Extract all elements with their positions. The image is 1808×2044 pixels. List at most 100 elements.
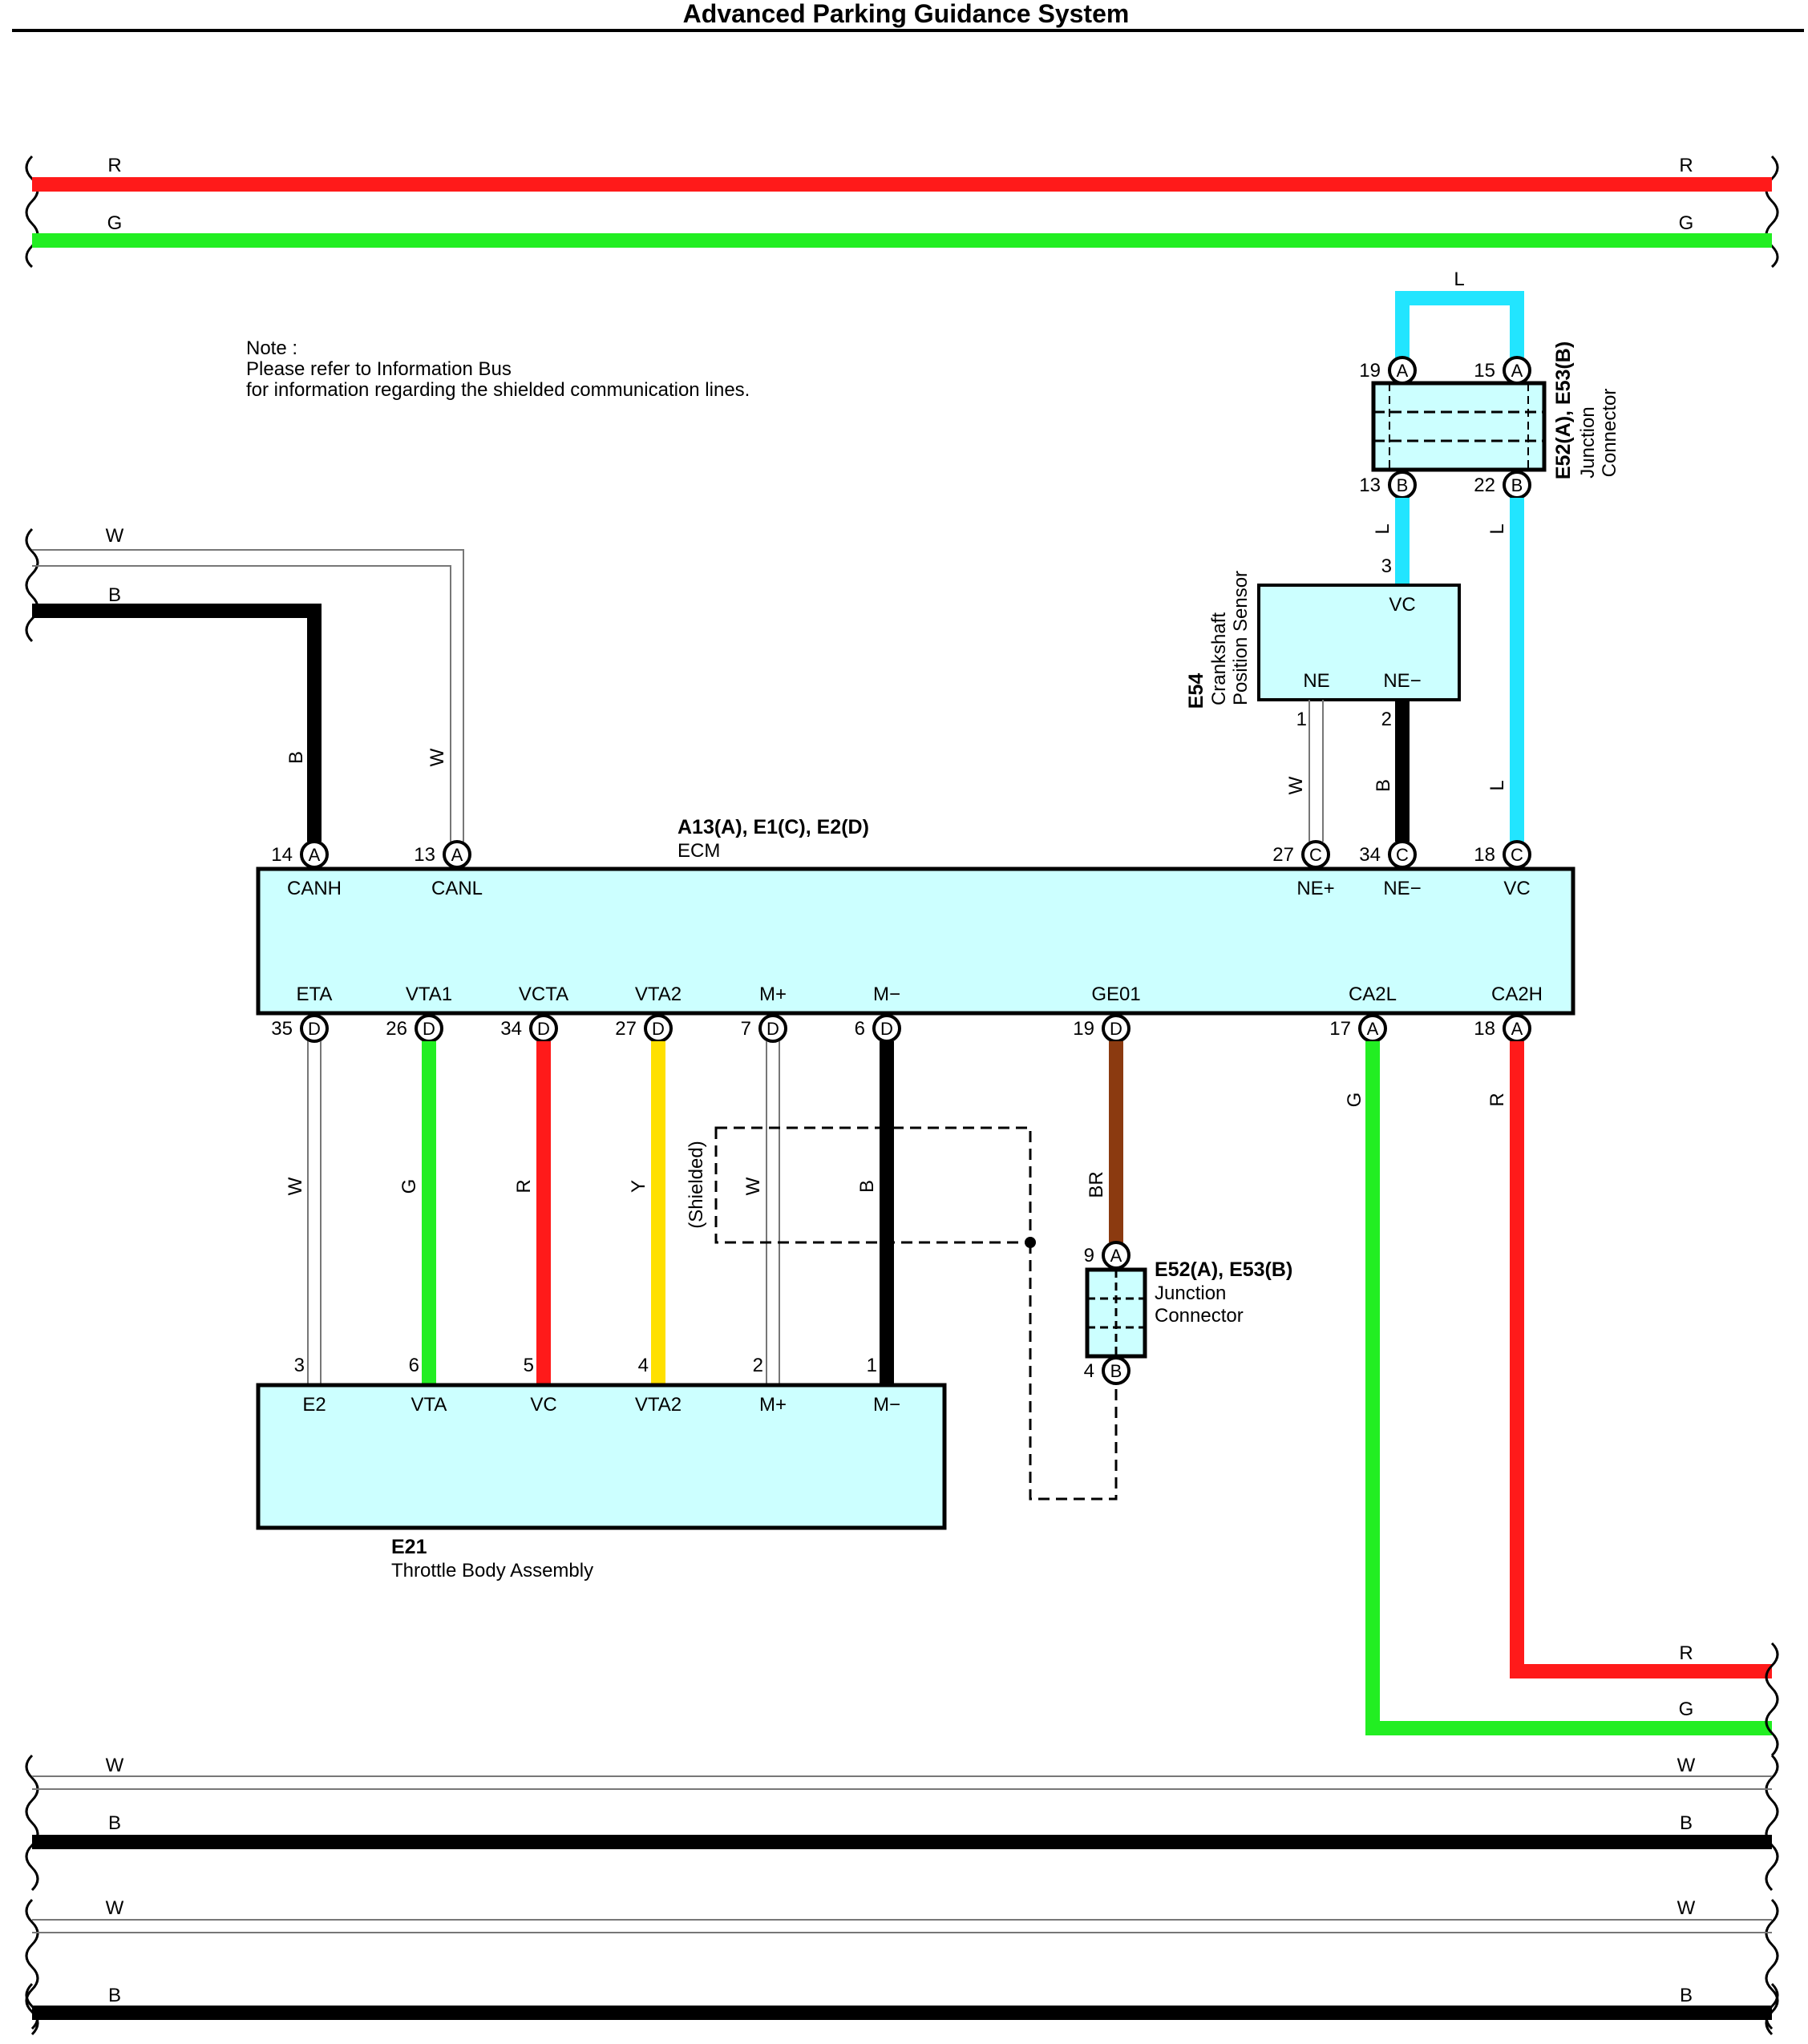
ecm-bottom-pin: VTA1 D 26 bbox=[386, 984, 452, 1043]
pin-number: 9 bbox=[1084, 1245, 1094, 1266]
pin-number: 2 bbox=[1381, 709, 1392, 730]
junction-mid-name: Junction bbox=[1155, 1283, 1226, 1304]
throttle-code: E21 bbox=[391, 1536, 427, 1558]
wire-label: L bbox=[1486, 780, 1508, 790]
pin-number: 4 bbox=[638, 1355, 649, 1376]
note-line: Please refer to Information Bus bbox=[246, 358, 512, 380]
wire-label: W bbox=[106, 1755, 124, 1776]
pin-number: 34 bbox=[500, 1018, 522, 1040]
pin-number: 19 bbox=[1073, 1018, 1094, 1040]
junction-top-body bbox=[1371, 381, 1547, 472]
ecm-bottom-pin: M+ D 7 bbox=[741, 984, 787, 1043]
ecm-top-pin: C 34 NE− bbox=[1359, 840, 1422, 899]
pin-label: VC bbox=[1503, 878, 1530, 899]
wire-label: W bbox=[1677, 1897, 1696, 1919]
wire-label: BR bbox=[1086, 1171, 1107, 1198]
wire-label: R bbox=[1679, 1642, 1693, 1664]
wire-label: W bbox=[106, 525, 124, 547]
pin-number: 19 bbox=[1359, 360, 1381, 382]
pin-label: NE− bbox=[1383, 878, 1421, 899]
pin-number: 18 bbox=[1474, 844, 1495, 866]
wire-label: W bbox=[427, 748, 448, 766]
connector-letter: D bbox=[1110, 1019, 1122, 1039]
wire-label: B bbox=[285, 751, 307, 764]
wire-label: W bbox=[742, 1177, 764, 1195]
wire-label: G bbox=[107, 212, 123, 234]
connector-letter: D bbox=[308, 1019, 321, 1039]
note: Note : Please refer to Information Bus f… bbox=[246, 337, 750, 401]
pin-label: VTA2 bbox=[635, 984, 682, 1005]
shield: (Shielded) bbox=[686, 1126, 1118, 1501]
junction-top-code: E52(A), E53(B) bbox=[1552, 341, 1575, 479]
can-black-wire bbox=[32, 604, 322, 842]
ecm-top-pin: A 14 CANH bbox=[271, 840, 342, 899]
connector-letter: C bbox=[1396, 845, 1409, 865]
throttle-wires: W G R Y W B bbox=[285, 1041, 894, 1385]
wire-label: B bbox=[1373, 779, 1394, 792]
note-line: for information regarding the shielded c… bbox=[246, 379, 750, 401]
pin-label: VTA bbox=[411, 1394, 447, 1416]
wire-label: R bbox=[513, 1179, 535, 1193]
pin-number: 18 bbox=[1474, 1018, 1495, 1040]
wire-label: B bbox=[856, 1180, 878, 1193]
ecm-bottom-pin: VTA2 D 27 bbox=[615, 984, 682, 1043]
connector-letter: A bbox=[309, 845, 321, 865]
ecm-code: A13(A), E1(C), E2(D) bbox=[677, 816, 869, 838]
wire-label: R bbox=[1679, 155, 1693, 176]
wire-label: L bbox=[1486, 523, 1508, 534]
junction-mid-code: E52(A), E53(B) bbox=[1155, 1258, 1292, 1281]
pin-number: 7 bbox=[741, 1018, 751, 1040]
wire-label: L bbox=[1454, 269, 1464, 290]
wire-label: W bbox=[285, 1177, 306, 1195]
pin-label: VCTA bbox=[519, 984, 568, 1005]
pin-label: GE01 bbox=[1091, 984, 1140, 1005]
connector-letter: B bbox=[1110, 1361, 1122, 1381]
shielded-label: (Shielded) bbox=[686, 1141, 707, 1228]
wire-label: W bbox=[1285, 776, 1307, 794]
junction-connector-mid: A B 9 4 E52(A), E53(B) Junction Connecto… bbox=[1084, 1241, 1292, 1385]
ecm: A13(A), E1(C), E2(D) ECM A 14 CANH A 13 … bbox=[256, 816, 1575, 1043]
ecm-top-pin: A 13 CANL bbox=[414, 840, 483, 899]
wire-label: W bbox=[1677, 1755, 1696, 1776]
junction-mid-name: Connector bbox=[1155, 1305, 1244, 1327]
ecm-body bbox=[256, 866, 1575, 1016]
throttle-body: 3 6 5 4 2 1 E2 VTA VC VTA2 M+ M− E21 Thr… bbox=[256, 1355, 947, 1581]
connector-letter: A bbox=[451, 845, 463, 865]
pin-label: M− bbox=[873, 1394, 900, 1416]
throttle-body-box bbox=[256, 1383, 947, 1530]
pin-number: 6 bbox=[409, 1355, 419, 1376]
connector-letter: D bbox=[423, 1019, 435, 1039]
connector-letter: A bbox=[1511, 1019, 1523, 1039]
wire-label: L bbox=[1372, 523, 1393, 534]
pin-number: 13 bbox=[1359, 475, 1381, 496]
wire-label: G bbox=[1679, 212, 1694, 234]
l-wire-loop bbox=[1395, 291, 1524, 370]
wire-label: B bbox=[108, 584, 121, 606]
pin-label: CANH bbox=[287, 878, 342, 899]
connector-letter: A bbox=[1110, 1246, 1122, 1266]
connector-letter: C bbox=[1511, 845, 1523, 865]
pin-number: 4 bbox=[1084, 1360, 1094, 1382]
pin-number: 13 bbox=[414, 844, 435, 866]
pin-label: VC bbox=[1389, 594, 1415, 616]
pin-label: VC bbox=[530, 1394, 556, 1416]
pin-number: 34 bbox=[1359, 844, 1381, 866]
connector-letter: B bbox=[1397, 475, 1409, 495]
connector-letter: D bbox=[766, 1019, 779, 1039]
ca2-wires: G R R G bbox=[1344, 1041, 1779, 1757]
pin-number: 6 bbox=[855, 1018, 865, 1040]
top-bus: R R G G bbox=[25, 155, 1779, 269]
connector-letter: A bbox=[1397, 361, 1409, 381]
page-title: Advanced Parking Guidance System bbox=[683, 0, 1130, 28]
ecm-top-pin: C 18 VC bbox=[1474, 840, 1531, 899]
ecm-name: ECM bbox=[677, 840, 720, 862]
wire-label: Y bbox=[628, 1180, 649, 1193]
connector-letter: A bbox=[1367, 1019, 1379, 1039]
pin-number: 22 bbox=[1474, 475, 1495, 496]
pin-number: 17 bbox=[1329, 1018, 1351, 1040]
wire-label: G bbox=[398, 1179, 420, 1194]
pin-number: 5 bbox=[524, 1355, 534, 1376]
crankshaft-sensor: VC NE NE− 3 1 2 E54 Crankshaft Position … bbox=[1185, 555, 1461, 730]
wire-label: B bbox=[1680, 1812, 1693, 1834]
